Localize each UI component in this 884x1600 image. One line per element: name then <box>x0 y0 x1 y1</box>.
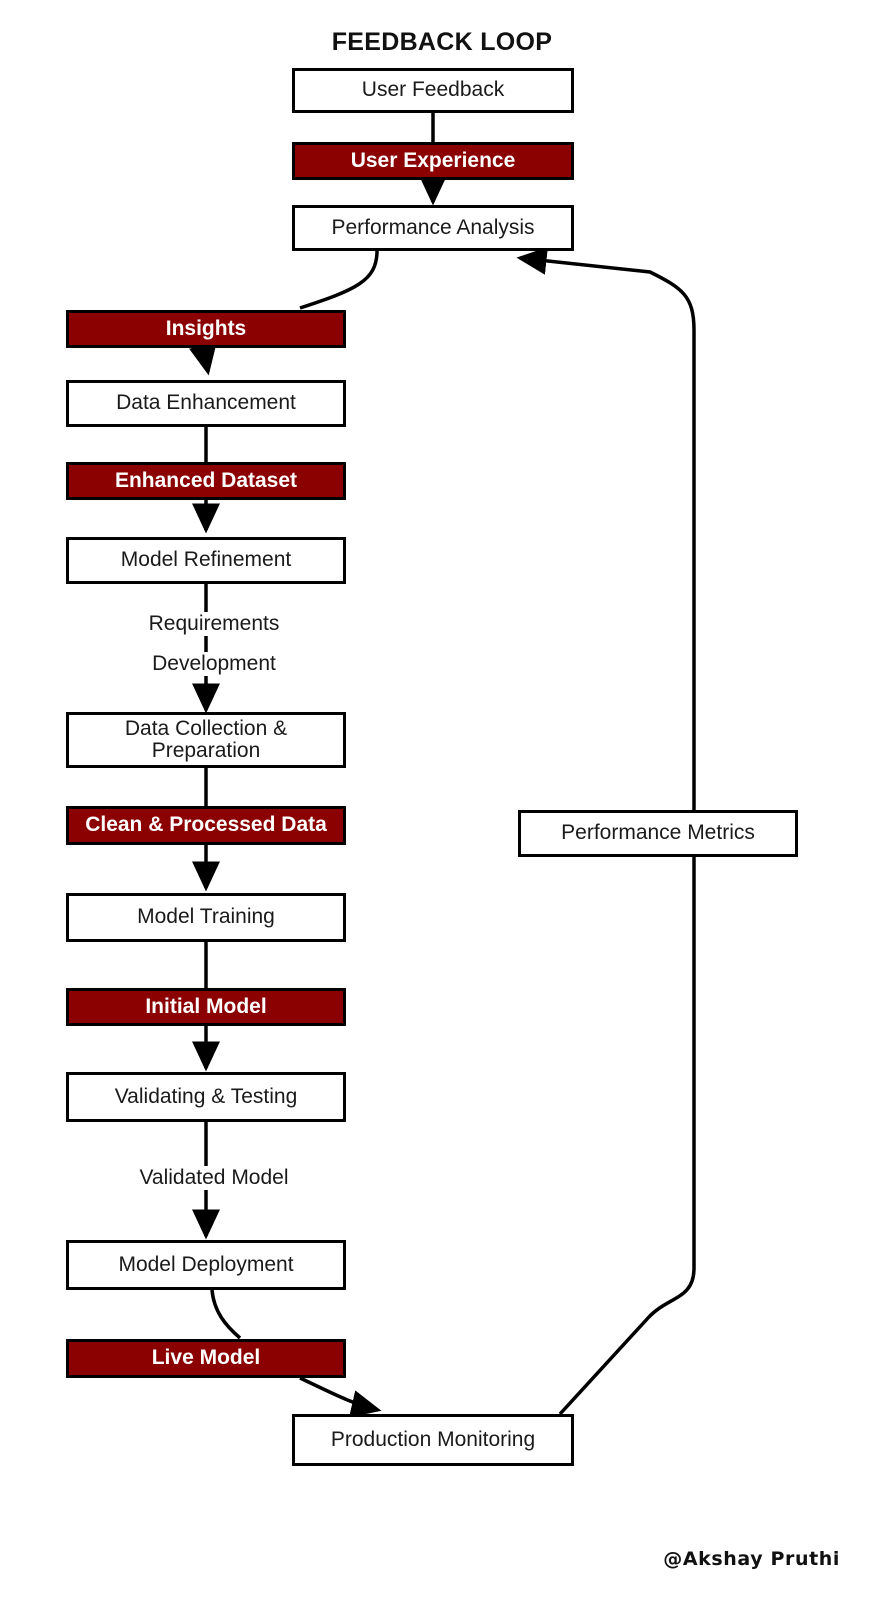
edge-model-deployment-to-live-model <box>210 1289 242 1340</box>
node-performance-analysis-label: Performance Analysis <box>331 215 535 239</box>
node-clean-processed-data[interactable]: Clean & Processed Data <box>66 806 346 845</box>
edge-insights-to-data-enhancement <box>189 343 217 376</box>
node-model-refinement[interactable]: Model Refinement <box>66 537 346 584</box>
node-initial-model-label: Initial Model <box>145 994 267 1018</box>
node-model-deployment-label: Model Deployment <box>118 1252 294 1276</box>
edge-label-requirements: Requirements <box>66 612 362 636</box>
node-user-feedback-label: User Feedback <box>361 78 505 102</box>
node-validating-testing-label: Validating & Testing <box>114 1084 298 1108</box>
node-production-monitoring-label: Production Monitoring <box>330 1427 536 1451</box>
edge-label-validated-model: Validated Model <box>66 1166 362 1190</box>
node-live-model[interactable]: Live Model <box>66 1339 346 1378</box>
node-data-enhancement[interactable]: Data Enhancement <box>66 380 346 427</box>
node-clean-processed-data-label: Clean & Processed Data <box>85 813 327 837</box>
node-data-collection-preparation-label: Data Collection & Preparation <box>124 716 288 762</box>
node-insights-label: Insights <box>165 316 247 340</box>
node-model-training[interactable]: Model Training <box>66 893 346 942</box>
node-validating-testing[interactable]: Validating & Testing <box>66 1072 346 1122</box>
page-title: FEEDBACK LOOP <box>331 28 553 56</box>
node-enhanced-dataset-label: Enhanced Dataset <box>114 468 298 492</box>
author-signature: @Akshay Pruthi <box>663 1548 840 1570</box>
node-initial-model[interactable]: Initial Model <box>66 988 346 1026</box>
node-model-deployment[interactable]: Model Deployment <box>66 1240 346 1290</box>
node-model-refinement-label: Model Refinement <box>120 548 292 572</box>
edge-label-development: Development <box>66 652 362 676</box>
node-live-model-label: Live Model <box>151 1346 261 1370</box>
node-data-collection-preparation[interactable]: Data Collection & Preparation <box>66 712 346 768</box>
node-insights[interactable]: Insights <box>66 310 346 348</box>
edge-live-model-to-production-monitoring <box>299 1376 382 1418</box>
node-model-training-label: Model Training <box>137 905 275 929</box>
edge-performance-analysis-to-insights <box>299 250 379 310</box>
node-data-enhancement-label: Data Enhancement <box>116 391 296 415</box>
node-user-experience[interactable]: User Experience <box>292 142 574 180</box>
node-production-monitoring[interactable]: Production Monitoring <box>292 1414 574 1466</box>
node-user-experience-label: User Experience <box>350 148 516 172</box>
node-user-feedback[interactable]: User Feedback <box>292 68 574 113</box>
node-performance-metrics-label: Performance Metrics <box>561 821 755 845</box>
node-performance-analysis[interactable]: Performance Analysis <box>292 205 574 251</box>
node-performance-metrics[interactable]: Performance Metrics <box>518 810 798 857</box>
node-enhanced-dataset[interactable]: Enhanced Dataset <box>66 462 346 500</box>
